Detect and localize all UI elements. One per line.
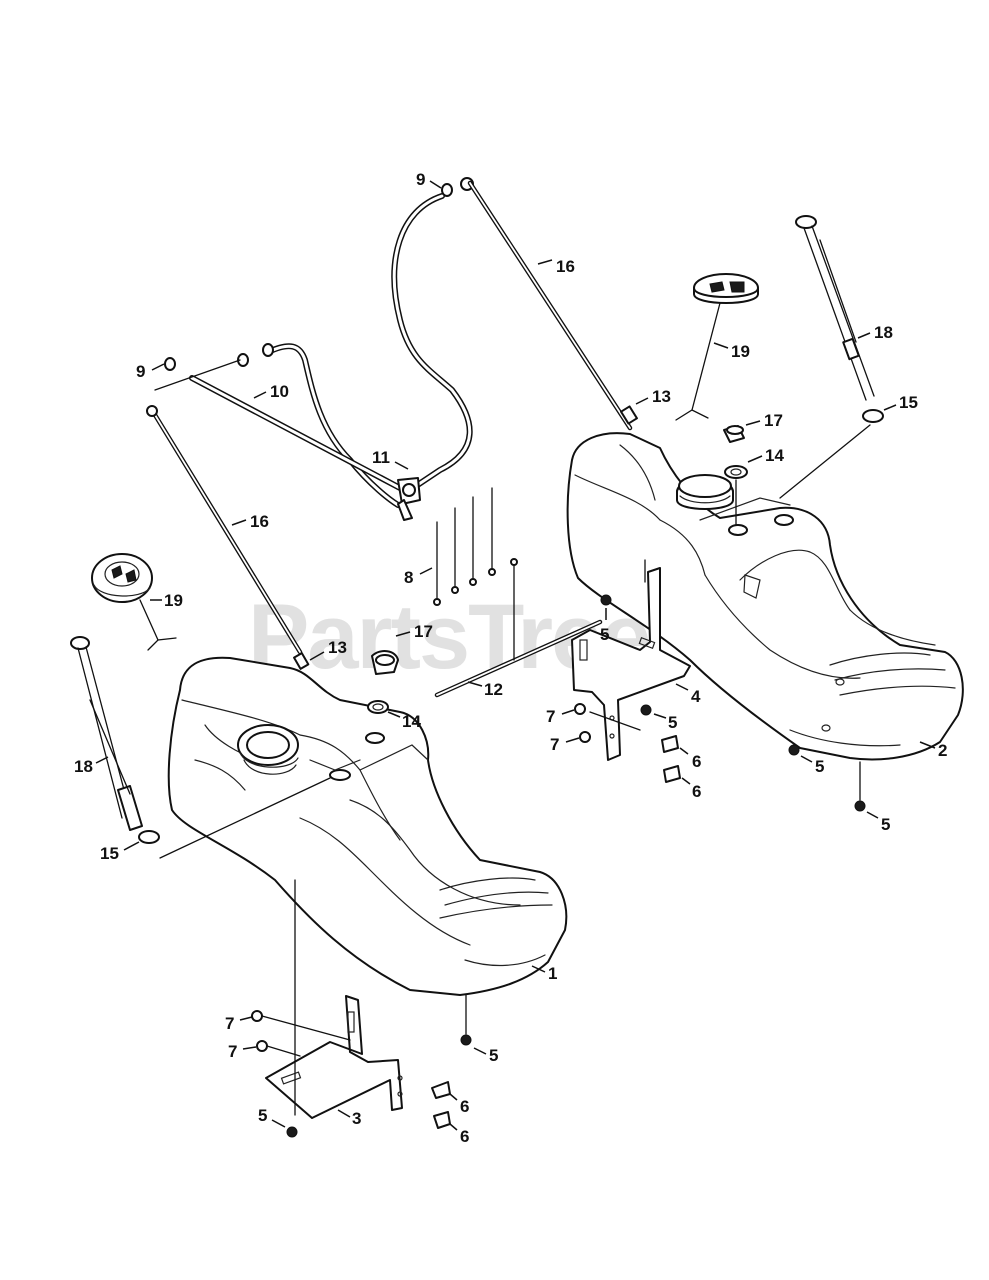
callout-2: 2 bbox=[938, 741, 947, 760]
callout-9-left: 9 bbox=[136, 362, 145, 381]
grommet-left bbox=[138, 830, 160, 844]
callout-19-left: 19 bbox=[164, 591, 183, 610]
callout-18-right: 18 bbox=[874, 323, 893, 342]
grommet-right bbox=[862, 409, 884, 423]
callout-5-d: 5 bbox=[668, 713, 677, 732]
callout-16-left: 16 bbox=[250, 512, 269, 531]
callout-1: 1 bbox=[548, 964, 557, 983]
bracket-3 bbox=[265, 995, 403, 1119]
callout-5-b: 5 bbox=[258, 1106, 267, 1125]
callout-17-right: 17 bbox=[764, 411, 783, 430]
vent-tube-right bbox=[467, 180, 638, 431]
callout-11: 11 bbox=[372, 448, 390, 467]
fuel-cap-right bbox=[675, 273, 759, 421]
valve-left bbox=[371, 650, 399, 675]
callout-13-right: 13 bbox=[652, 387, 671, 406]
callout-5-c: 5 bbox=[600, 625, 609, 644]
callout-15-left: 15 bbox=[100, 844, 119, 863]
callout-18-left: 18 bbox=[74, 757, 93, 776]
callout-6-b: 6 bbox=[460, 1127, 469, 1146]
callout-4: 4 bbox=[691, 687, 701, 706]
callout-10: 10 bbox=[270, 382, 289, 401]
bushing-right bbox=[724, 465, 748, 479]
callout-14-right: 14 bbox=[765, 446, 784, 465]
callout-12: 12 bbox=[484, 680, 503, 699]
callout-5-e: 5 bbox=[815, 757, 824, 776]
callout-6-c: 6 bbox=[692, 752, 701, 771]
assembly-lines bbox=[154, 359, 871, 1116]
callout-13-left: 13 bbox=[328, 638, 347, 657]
callout-9-top: 9 bbox=[416, 170, 425, 189]
callout-5-a: 5 bbox=[489, 1046, 498, 1065]
callout-19-right: 19 bbox=[731, 342, 750, 361]
fuel-cap-left bbox=[91, 553, 177, 651]
callout-16-top: 16 bbox=[556, 257, 575, 276]
callout-7-b: 7 bbox=[228, 1042, 237, 1061]
crossbar-12 bbox=[434, 558, 603, 698]
callout-8: 8 bbox=[404, 568, 413, 587]
fuel-hose-assembly bbox=[164, 177, 474, 521]
callout-7-d: 7 bbox=[550, 735, 559, 754]
callouts: 9 16 9 10 11 16 19 18 15 13 17 14 bbox=[74, 170, 947, 1146]
fuel-gauge-left bbox=[70, 636, 143, 831]
callout-6-a: 6 bbox=[460, 1097, 469, 1116]
fasteners bbox=[251, 594, 866, 1138]
callout-6-d: 6 bbox=[692, 782, 701, 801]
vent-tube-left bbox=[146, 405, 310, 670]
fuel-gauge-right bbox=[795, 215, 875, 401]
callout-5-f: 5 bbox=[881, 815, 890, 834]
bushing-left bbox=[367, 700, 389, 714]
callout-17-left: 17 bbox=[414, 622, 433, 641]
callout-7-c: 7 bbox=[546, 707, 555, 726]
bracket-4 bbox=[571, 567, 691, 761]
callout-15-right: 15 bbox=[899, 393, 918, 412]
callout-7-a: 7 bbox=[225, 1014, 234, 1033]
fuel-tank-left bbox=[167, 656, 568, 996]
valve-right bbox=[723, 425, 745, 443]
fuel-tank-right bbox=[566, 432, 964, 761]
bolts-8 bbox=[433, 487, 496, 606]
callout-14-left: 14 bbox=[402, 712, 421, 731]
callout-3: 3 bbox=[352, 1109, 361, 1128]
